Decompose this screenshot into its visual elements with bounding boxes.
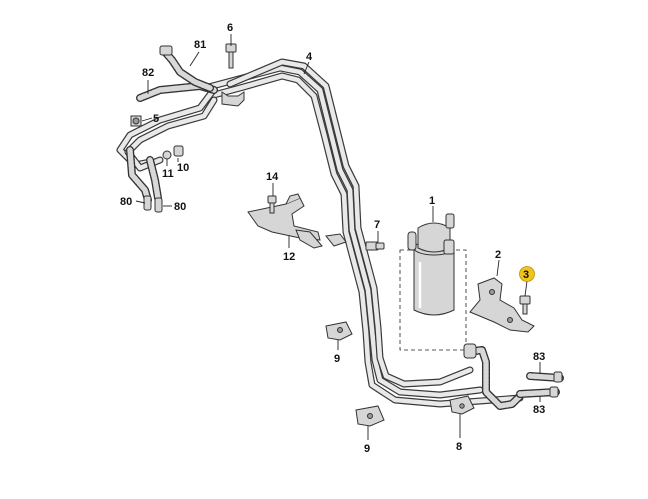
bolt-7 (365, 241, 385, 251)
callout-3: 3 (523, 269, 529, 281)
callout-1: 1 (429, 195, 435, 207)
callout-8: 8 (456, 441, 462, 453)
clip-10 (173, 145, 184, 157)
line-clip-mid (325, 233, 347, 247)
bolt-14 (267, 195, 277, 214)
callout-labels: 6 81 82 4 5 10 11 80 80 14 12 7 1 2 3 9 … (120, 22, 545, 455)
callout-10: 10 (177, 162, 189, 174)
bolt-3 (519, 295, 531, 315)
hose-right (463, 343, 524, 410)
callout-9-lower: 9 (364, 443, 370, 455)
callout-2: 2 (495, 249, 501, 261)
clip-9-lower (355, 405, 385, 427)
callout-5: 5 (153, 113, 159, 125)
callout-9-upper: 9 (334, 353, 340, 365)
hoses-80 (126, 146, 163, 213)
fuel-line-assembly (116, 58, 524, 408)
callout-83-lower: 83 (533, 404, 545, 416)
clip-5 (130, 115, 142, 127)
clip-8 (449, 395, 475, 415)
callout-82: 82 (142, 67, 154, 79)
callout-14: 14 (266, 171, 279, 183)
bolt-6 (225, 43, 237, 69)
clip-9-upper (325, 321, 353, 341)
callout-6: 6 (227, 22, 233, 34)
callout-81: 81 (194, 39, 206, 51)
hose-81 (159, 45, 214, 92)
callout-80-right: 80 (174, 201, 186, 213)
bracket-2 (469, 277, 535, 333)
hoses-83 (516, 371, 564, 398)
callout-4: 4 (306, 51, 313, 63)
callout-3-highlight (519, 266, 535, 282)
callout-80-left: 80 (120, 196, 132, 208)
line-clip-top (221, 91, 245, 107)
nut-11 (162, 150, 172, 160)
callout-7: 7 (374, 219, 380, 231)
callout-11: 11 (162, 168, 174, 180)
callout-12: 12 (283, 251, 295, 263)
leader-lines (135, 34, 541, 440)
callout-83-upper: 83 (533, 351, 545, 363)
bracket-12 (247, 193, 323, 249)
fuel-filter-1 (399, 213, 467, 351)
